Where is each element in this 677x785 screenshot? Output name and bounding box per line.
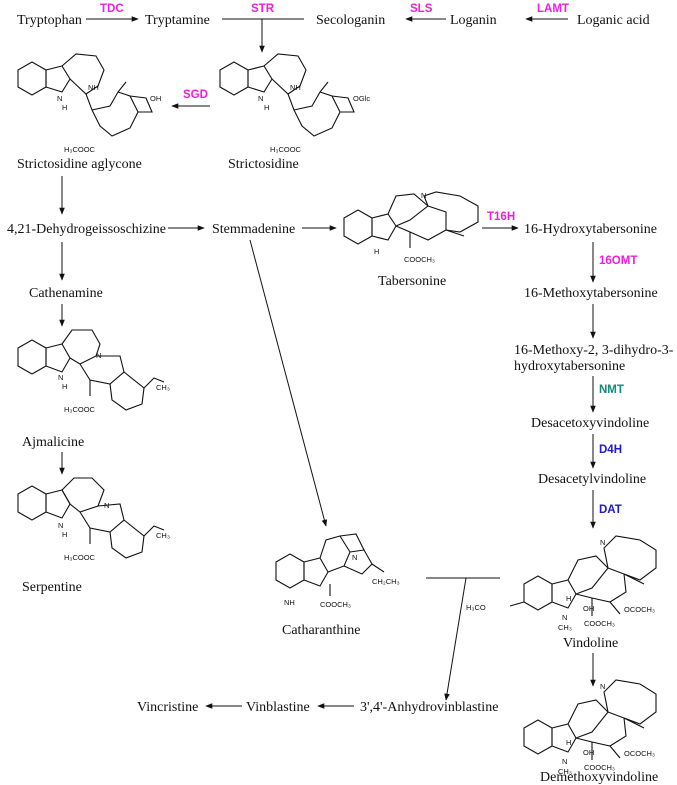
enzyme-sgd: SGD xyxy=(183,89,208,101)
ajmalicine-nh: N xyxy=(58,373,63,382)
vindoline-ester: COOCH₃ xyxy=(584,619,615,628)
label-strictosidine-aglycone: Strictosidine aglycone xyxy=(17,157,142,172)
demethoxy-nch3: CH₃ xyxy=(558,767,572,776)
aglycone-nh: NH xyxy=(88,83,99,92)
structure-strictosidine: NH N H OGlc H₃COOC xyxy=(219,53,370,154)
enzyme-t16h: T16H xyxy=(487,211,515,223)
serpentine-ch3: CH₃ xyxy=(156,531,170,540)
label-tryptamine: Tryptamine xyxy=(145,13,210,28)
catharanthine-n: N xyxy=(352,553,357,562)
enzyme-dat: DAT xyxy=(599,504,622,516)
label-methoxy-dihydro-line2: hydroxytabersonine xyxy=(514,359,625,374)
arrow-coupling-to-anhydrovinblastine xyxy=(444,577,467,701)
catharanthine-ethyl: CH₂CH₃ xyxy=(372,577,400,586)
structure-ajmalicine: N N H CH₃ H₃COOC xyxy=(17,329,170,414)
label-methoxy-dihydro-line1: 16-Methoxy-2, 3-dihydro-3- xyxy=(514,343,674,358)
serpentine-nh: N xyxy=(58,521,63,530)
structure-demethoxyvindoline: N N CH₃ OH COOCH₃ OCOCH₃ H xyxy=(523,679,657,776)
serpentine-ester: H₃COOC xyxy=(64,553,96,562)
serpentine-n: N xyxy=(104,501,109,510)
structure-tabersonine: N H COOCH₃ xyxy=(343,191,479,264)
strictosidine-nh: NH xyxy=(290,83,301,92)
label-vinblastine: Vinblastine xyxy=(246,700,310,715)
label-catharanthine: Catharanthine xyxy=(282,623,361,638)
strictosidine-h: H xyxy=(264,103,269,112)
serpentine-h: H xyxy=(62,530,67,539)
label-serpentine: Serpentine xyxy=(22,580,82,595)
structure-vindoline: N H₃CO N CH₃ OH COOCH₃ OCOCH₃ H xyxy=(466,535,657,632)
label-secologanin: Secologanin xyxy=(316,13,385,28)
strictosidine-oglc: OGlc xyxy=(353,94,370,103)
label-loganic-acid: Loganic acid xyxy=(577,13,650,28)
strictosidine-n: N xyxy=(258,94,263,103)
enzyme-tdc: TDC xyxy=(100,3,124,15)
label-tabersonine: Tabersonine xyxy=(378,274,446,289)
enzyme-lamt: LAMT xyxy=(537,3,569,15)
label-desacetoxyvindoline: Desacetoxyvindoline xyxy=(531,416,649,431)
tabersonine-h: H xyxy=(374,247,379,256)
vindoline-methoxy: H₃CO xyxy=(466,603,486,612)
label-stemmadenine: Stemmadenine xyxy=(212,222,295,237)
demethoxy-n: N xyxy=(562,757,567,766)
label-anhydrovinblastine: 3',4'-Anhydrovinblastine xyxy=(360,700,498,715)
structure-serpentine: N N H CH₃ H₃COOC xyxy=(17,477,170,562)
label-vincristine: Vincristine xyxy=(137,700,198,715)
arrow-stemmadenine-to-catharanthine xyxy=(249,239,328,527)
aglycone-h: H xyxy=(62,103,67,112)
demethoxy-oh: OH xyxy=(583,748,594,757)
enzyme-16omt: 16OMT xyxy=(599,255,637,267)
vindoline-nch3: CH₃ xyxy=(558,623,572,632)
label-cathenamine: Cathenamine xyxy=(29,286,103,301)
label-ajmalicine: Ajmalicine xyxy=(22,435,84,450)
label-tryptophan: Tryptophan xyxy=(17,13,82,28)
demethoxy-acetate: OCOCH₃ xyxy=(624,749,655,758)
label-vindoline: Vindoline xyxy=(563,636,618,651)
label-dehydrogeissoschizine: 4,21-Dehydrogeissoschizine xyxy=(7,222,166,237)
ajmalicine-h: H xyxy=(62,382,67,391)
demethoxy-n-upper: N xyxy=(600,682,605,691)
demethoxy-h: H xyxy=(566,738,571,747)
aglycone-n: N xyxy=(57,94,62,103)
label-strictosidine: Strictosidine xyxy=(228,157,299,172)
vindoline-acetate: OCOCH₃ xyxy=(624,605,655,614)
demethoxy-ester: COOCH₃ xyxy=(584,763,615,772)
vindoline-n: N xyxy=(562,613,567,622)
label-desacetylvindoline: Desacetylvindoline xyxy=(538,472,646,487)
aglycone-oh: OH xyxy=(150,94,161,103)
ajmalicine-ester: H₃COOC xyxy=(64,405,96,414)
ajmalicine-ch3: CH₃ xyxy=(156,383,170,392)
structure-catharanthine: N NH COOCH₃ CH₂CH₃ xyxy=(275,533,400,609)
vindoline-h: H xyxy=(566,594,571,603)
tabersonine-n: N xyxy=(421,191,426,200)
label-loganin: Loganin xyxy=(450,13,497,28)
label-methoxytabersonine: 16-Methoxytabersonine xyxy=(524,286,658,301)
vindoline-oh: OH xyxy=(583,604,594,613)
catharanthine-ester: COOCH₃ xyxy=(320,600,351,609)
label-hydroxytabersonine: 16-Hydroxytabersonine xyxy=(524,222,657,237)
enzyme-nmt: NMT xyxy=(599,384,624,396)
aglycone-ester: H₃COOC xyxy=(64,145,96,154)
label-demethoxyvindoline: Demethoxyvindoline xyxy=(540,770,658,785)
structure-strictosidine-aglycone: NH N H OH H₃COOC xyxy=(17,53,161,154)
enzyme-str: STR xyxy=(251,3,275,15)
ajmalicine-n: N xyxy=(96,351,101,360)
strictosidine-ester: H₃COOC xyxy=(270,145,302,154)
enzyme-d4h: D4H xyxy=(599,444,622,456)
enzyme-sls: SLS xyxy=(410,3,433,15)
vindoline-n-upper: N xyxy=(600,538,605,547)
tabersonine-ester: COOCH₃ xyxy=(404,255,435,264)
catharanthine-nh: NH xyxy=(284,598,295,607)
